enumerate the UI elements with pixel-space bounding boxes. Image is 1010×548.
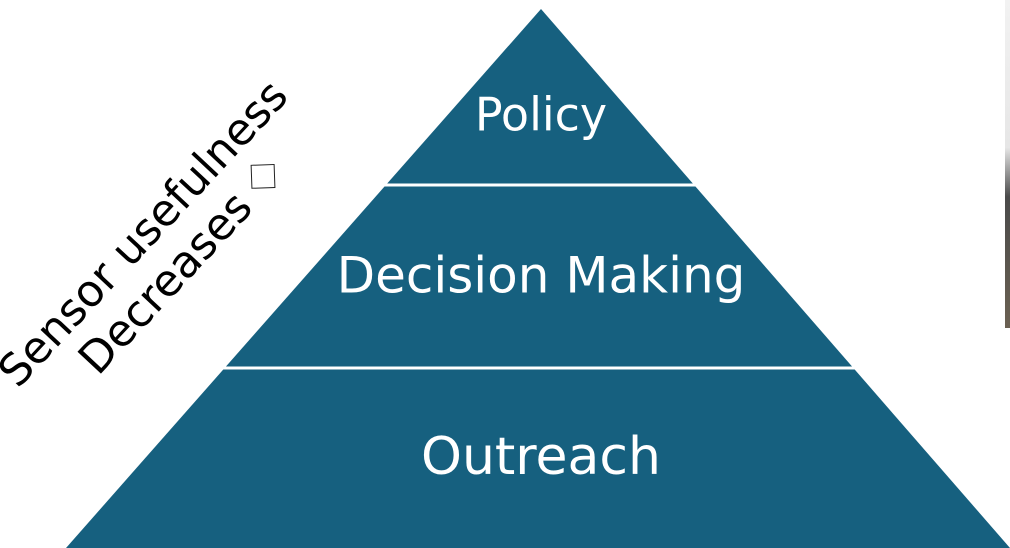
diamond-icon [250,163,276,189]
level-outreach-label: Outreach [421,427,661,487]
level-policy-label: Policy [475,88,607,142]
pyramid-shape [66,9,1010,548]
level-decision-making-label: Decision Making [337,247,746,305]
photo-edge [1005,0,1010,328]
